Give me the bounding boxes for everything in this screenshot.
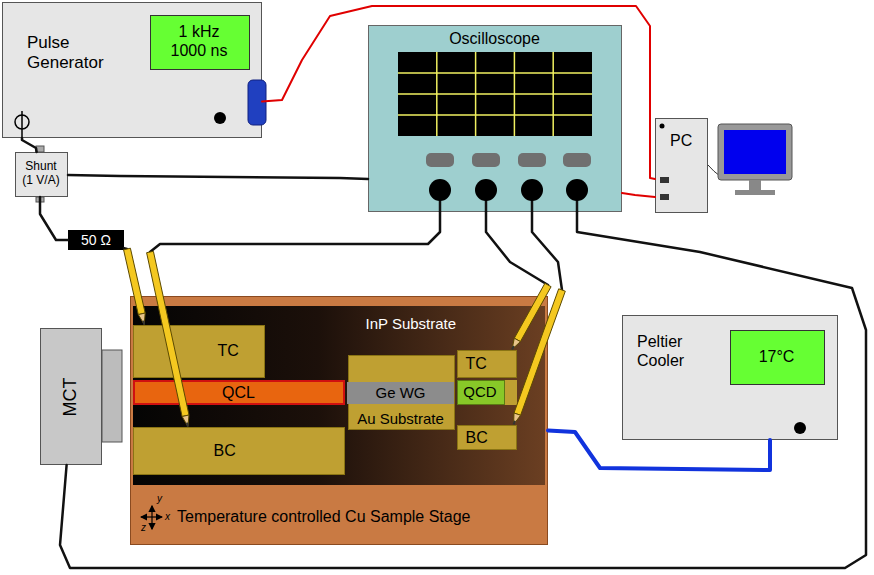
probe-point bbox=[142, 321, 145, 325]
monitor bbox=[718, 124, 792, 180]
scope-input bbox=[521, 179, 543, 201]
contact-pad: BC bbox=[133, 427, 345, 475]
node-label: Pulse Generator bbox=[27, 33, 117, 74]
cable bbox=[262, 6, 655, 179]
monitor-screen bbox=[724, 130, 786, 174]
probe-tip bbox=[512, 338, 520, 349]
node-label: InP Substrate bbox=[366, 315, 457, 333]
cable-line bbox=[68, 175, 368, 179]
waveguide: Ge WG bbox=[347, 382, 454, 404]
node-label: Au Substrate bbox=[349, 410, 453, 428]
axis-arrow bbox=[141, 516, 162, 517]
trigger-connector bbox=[248, 80, 266, 125]
scope-input bbox=[566, 179, 588, 201]
cable bbox=[548, 431, 770, 471]
probe-point bbox=[186, 423, 189, 427]
detector-window bbox=[102, 350, 122, 442]
cable bbox=[622, 193, 655, 197]
probe-point bbox=[514, 421, 515, 425]
detector-element: QCD bbox=[457, 380, 505, 405]
node-label: QCD bbox=[458, 383, 503, 401]
instrument-box: Peltier Cooler 17°C bbox=[622, 315, 838, 440]
node-label: BC bbox=[466, 428, 488, 447]
cable bbox=[22, 138, 37, 152]
scope-input bbox=[429, 179, 451, 201]
display-panel: 17°C bbox=[730, 330, 825, 385]
cable bbox=[40, 197, 68, 240]
node-label: Shunt (1 V/A) bbox=[21, 159, 62, 188]
grid-line bbox=[398, 93, 592, 95]
probe-body bbox=[124, 248, 146, 314]
laser-waveguide: QCL bbox=[133, 380, 345, 405]
screen-grid bbox=[398, 52, 592, 136]
scope-button bbox=[518, 153, 546, 167]
node-label: TC bbox=[218, 341, 239, 360]
display-panel: 1 kHz 1000 ns bbox=[150, 15, 250, 70]
node-label: 1 kHz 1000 ns bbox=[165, 22, 234, 60]
cable-line bbox=[548, 431, 770, 471]
cable-line bbox=[532, 212, 562, 290]
node-label: Peltier Cooler bbox=[637, 332, 717, 370]
scope-input bbox=[475, 179, 497, 201]
cable-line bbox=[622, 193, 655, 197]
cable-line bbox=[150, 212, 440, 252]
contact-pad: BC bbox=[457, 425, 517, 450]
probe-tip bbox=[182, 415, 189, 427]
scope-button bbox=[426, 153, 454, 167]
axis-label: y bbox=[157, 493, 162, 505]
cable bbox=[514, 212, 566, 425]
node-label: PC bbox=[670, 131, 692, 150]
scope-button bbox=[472, 153, 500, 167]
gold-substrate: Au Substrate Ge WG bbox=[348, 355, 455, 430]
cable-line bbox=[262, 6, 655, 179]
cable-line bbox=[40, 197, 68, 240]
node-label: Ge WG bbox=[347, 384, 454, 402]
cable bbox=[124, 248, 146, 324]
grid-line bbox=[398, 114, 592, 116]
node-label: Oscilloscope bbox=[369, 29, 620, 48]
cable bbox=[486, 212, 551, 350]
node-label: TC bbox=[466, 354, 487, 373]
node-label: Temperature controlled Cu Sample Stage bbox=[177, 507, 471, 526]
node-label: BC bbox=[214, 441, 236, 460]
monitor-stand bbox=[735, 190, 775, 195]
cable bbox=[147, 212, 440, 427]
substrate: InP SubstrateTC QCL BC Au Substrate Ge WG TC Q… bbox=[133, 306, 545, 485]
scope-screen bbox=[398, 52, 592, 136]
grid-line bbox=[398, 72, 592, 74]
shunt-box: Shunt (1 V/A) bbox=[15, 152, 68, 197]
contact-pad: TC bbox=[133, 325, 265, 378]
node-label: QCL bbox=[135, 383, 343, 403]
probe-tip bbox=[138, 313, 145, 325]
node-label: 17°C bbox=[731, 347, 823, 366]
resistor-tag: 50 Ω bbox=[68, 230, 124, 250]
cable-line bbox=[22, 138, 37, 152]
probe-point bbox=[512, 346, 514, 350]
axis-label: z bbox=[141, 522, 146, 534]
contact-pad bbox=[505, 380, 517, 405]
pc-port bbox=[660, 194, 669, 200]
contact-pad: TC bbox=[457, 350, 517, 378]
cable-line bbox=[486, 212, 548, 285]
node-label: MCT bbox=[60, 377, 82, 416]
probe-body bbox=[147, 251, 189, 416]
sample-stage: Temperature controlled Cu Sample Stage In… bbox=[130, 296, 548, 545]
probe-tip bbox=[514, 413, 521, 425]
axis-label: x bbox=[165, 511, 170, 523]
scope-button bbox=[563, 153, 591, 167]
cable bbox=[68, 175, 368, 179]
pc-port bbox=[660, 177, 669, 183]
node-label: 50 Ω bbox=[68, 231, 124, 249]
monitor-stand bbox=[749, 180, 761, 191]
power-button bbox=[794, 422, 806, 434]
power-button bbox=[214, 112, 226, 124]
cable bbox=[60, 212, 866, 568]
pc-led bbox=[660, 124, 665, 129]
cable-line bbox=[60, 212, 866, 568]
detector-box: MCT bbox=[40, 328, 102, 465]
probe-body bbox=[514, 289, 565, 416]
bnc-symbol bbox=[21, 111, 23, 138]
